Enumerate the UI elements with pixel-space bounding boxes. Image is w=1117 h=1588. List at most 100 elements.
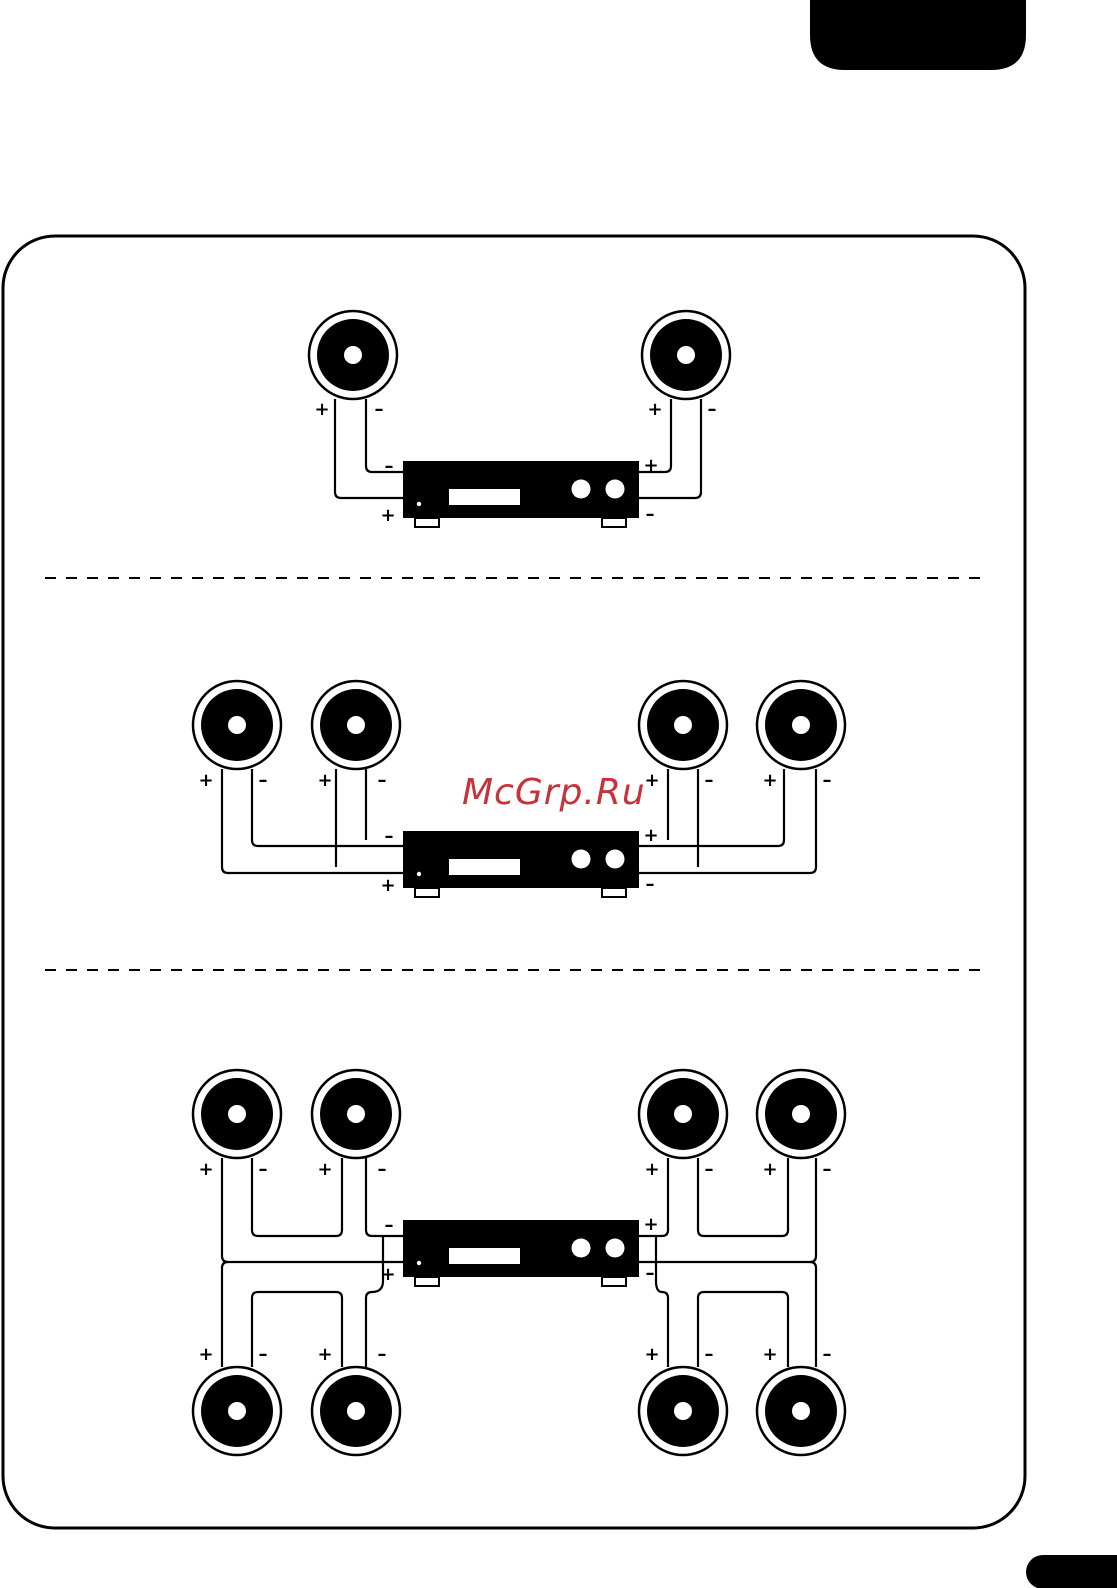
plus-terminal-label: +: [644, 770, 659, 791]
amplifier-foot: [415, 1277, 439, 1286]
amplifier-knob: [606, 1239, 625, 1258]
speaker-wire: [222, 1262, 228, 1367]
speaker-dustcap: [674, 1402, 692, 1420]
header-tab: [810, 0, 1026, 70]
minus-terminal-label: –: [378, 770, 387, 791]
speaker-dustcap: [347, 716, 365, 734]
minus-terminal-label: –: [646, 504, 655, 525]
amplifier-foot: [602, 888, 626, 897]
minus-terminal-label: –: [385, 456, 394, 477]
speaker-icon: [312, 1367, 400, 1455]
minus-terminal-label: –: [259, 1159, 268, 1180]
speaker-dustcap: [347, 1105, 365, 1123]
plus-terminal-label: +: [647, 399, 662, 420]
speaker-wire: [222, 1158, 403, 1262]
minus-terminal-label: –: [259, 770, 268, 791]
speaker-icon: [312, 681, 400, 769]
amplifier-knob: [572, 1239, 591, 1258]
minus-terminal-label: –: [385, 826, 394, 847]
speaker-icon: [757, 1070, 845, 1158]
minus-terminal-label: –: [705, 770, 714, 791]
speaker-dustcap: [347, 1402, 365, 1420]
plus-terminal-label: +: [643, 1214, 658, 1235]
amplifier-knob: [572, 480, 591, 499]
speaker-dustcap: [344, 346, 362, 364]
minus-terminal-label: –: [378, 1159, 387, 1180]
power-led: [417, 1261, 421, 1265]
plus-terminal-label: +: [198, 770, 213, 791]
speaker-icon: [193, 1367, 281, 1455]
minus-terminal-label: –: [375, 399, 384, 420]
amplifier-foot: [415, 888, 439, 897]
amplifier-foot: [602, 518, 626, 527]
amplifier-foot: [602, 1277, 626, 1286]
speaker-icon: [639, 681, 727, 769]
plus-terminal-label: +: [198, 1344, 213, 1365]
power-led: [417, 872, 421, 876]
plus-terminal-label: +: [762, 770, 777, 791]
plus-terminal-label: +: [762, 1159, 777, 1180]
minus-terminal-label: –: [378, 1344, 387, 1365]
speaker-icon: [642, 311, 730, 399]
plus-terminal-label: +: [380, 1264, 395, 1285]
minus-terminal-label: –: [708, 399, 717, 420]
amplifier-display: [449, 1248, 520, 1264]
plus-terminal-label: +: [380, 505, 395, 526]
speaker-wire: [639, 769, 816, 873]
speaker-icon: [639, 1367, 727, 1455]
plus-terminal-label: +: [644, 1344, 659, 1365]
minus-terminal-label: –: [705, 1159, 714, 1180]
plus-terminal-label: +: [762, 1344, 777, 1365]
speaker-dustcap: [792, 716, 810, 734]
amplifier-knob: [606, 850, 625, 869]
speaker-icon: [757, 681, 845, 769]
plus-terminal-label: +: [317, 1344, 332, 1365]
minus-terminal-label: –: [385, 1215, 394, 1236]
speaker-wire: [335, 399, 403, 498]
minus-terminal-label: –: [823, 1159, 832, 1180]
minus-terminal-label: –: [705, 1344, 714, 1365]
plus-terminal-label: +: [314, 399, 329, 420]
plus-terminal-label: +: [643, 455, 658, 476]
speaker-wire: [222, 769, 403, 873]
speaker-dustcap: [792, 1402, 810, 1420]
speaker-dustcap: [674, 716, 692, 734]
amplifier-foot: [415, 518, 439, 527]
watermark-text: McGrp.Ru: [462, 772, 646, 813]
minus-terminal-label: –: [823, 1344, 832, 1365]
plus-terminal-label: +: [380, 875, 395, 896]
speaker-wire: [810, 1262, 816, 1367]
amplifier-body: [403, 831, 639, 888]
amplifier-body: [403, 1220, 639, 1277]
speaker-icon: [639, 1070, 727, 1158]
speaker-icon: [757, 1367, 845, 1455]
amplifier-icon: [403, 1220, 639, 1286]
speaker-dustcap: [677, 346, 695, 364]
speaker-dustcap: [792, 1105, 810, 1123]
plus-terminal-label: +: [644, 1159, 659, 1180]
amplifier-body: [403, 461, 639, 518]
speaker-dustcap: [228, 1402, 246, 1420]
page-number-tab: [1026, 1555, 1117, 1588]
power-led: [417, 502, 421, 506]
minus-terminal-label: –: [259, 1344, 268, 1365]
speaker-dustcap: [674, 1105, 692, 1123]
amplifier-knob: [606, 480, 625, 499]
amplifier-knob: [572, 850, 591, 869]
amplifier-icon: [403, 831, 639, 897]
speaker-icon: [193, 1070, 281, 1158]
minus-terminal-label: –: [646, 1263, 655, 1284]
speaker-wire: [639, 1158, 816, 1262]
amplifier-icon: [403, 461, 639, 527]
speaker-icon: [309, 311, 397, 399]
amplifier-display: [449, 859, 520, 875]
amplifier-display: [449, 489, 520, 505]
plus-terminal-label: +: [643, 825, 658, 846]
speaker-dustcap: [228, 1105, 246, 1123]
speaker-dustcap: [228, 716, 246, 734]
speaker-icon: [312, 1070, 400, 1158]
plus-terminal-label: +: [317, 1159, 332, 1180]
plus-terminal-label: +: [198, 1159, 213, 1180]
minus-terminal-label: –: [646, 874, 655, 895]
plus-terminal-label: +: [317, 770, 332, 791]
